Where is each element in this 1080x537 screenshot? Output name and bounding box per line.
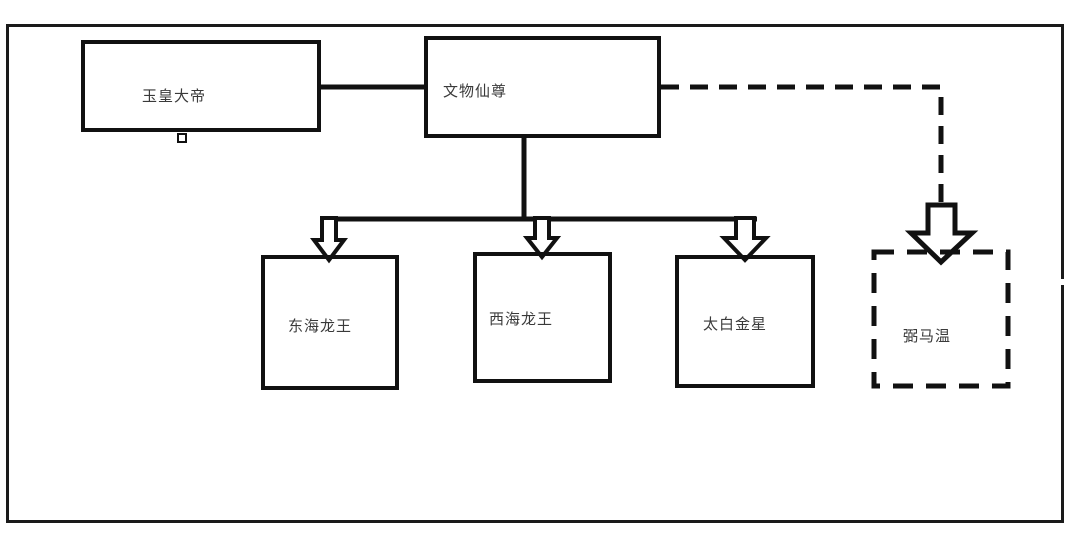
node-box-east-sea-dragon-king[interactable] xyxy=(261,255,399,390)
node-box-west-sea-dragon-king[interactable] xyxy=(473,252,612,383)
outer-frame xyxy=(6,24,1064,523)
connector-wenwu-to-bima-dashed xyxy=(661,84,944,205)
block-arrow-down-west-sea xyxy=(522,216,562,261)
node-box-jade-emperor[interactable] xyxy=(81,40,321,132)
node-box-bima-wen[interactable] xyxy=(871,249,1011,389)
resize-handle-jade-emperor[interactable] xyxy=(177,133,187,143)
frame-right-notch xyxy=(1060,279,1065,285)
node-box-wenwu-xianzun[interactable] xyxy=(424,36,661,138)
block-arrow-down-taibai xyxy=(719,216,771,263)
block-arrow-down-bima xyxy=(904,202,979,266)
block-arrow-down-east-sea xyxy=(310,216,348,264)
node-box-taibai-jinxing[interactable] xyxy=(675,255,815,388)
